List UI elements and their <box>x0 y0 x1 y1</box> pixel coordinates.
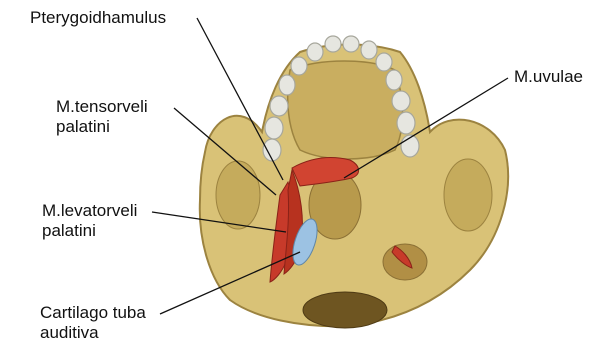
label-uvulae: M.uvulae <box>514 67 583 87</box>
label-pterygoidhamulus: Pterygoidhamulus <box>30 8 166 28</box>
label-tensor-veli-palatini: M.tensorveli palatini <box>56 97 148 137</box>
label-levator-veli-palatini: M.levatorveli palatini <box>42 201 137 241</box>
left-zygomatic <box>216 161 260 229</box>
foramen-magnum <box>303 292 387 328</box>
hard-palate <box>288 61 403 159</box>
label-cartilago-tuba-auditiva: Cartilago tuba auditiva <box>40 303 146 343</box>
right-zygomatic <box>444 159 492 231</box>
